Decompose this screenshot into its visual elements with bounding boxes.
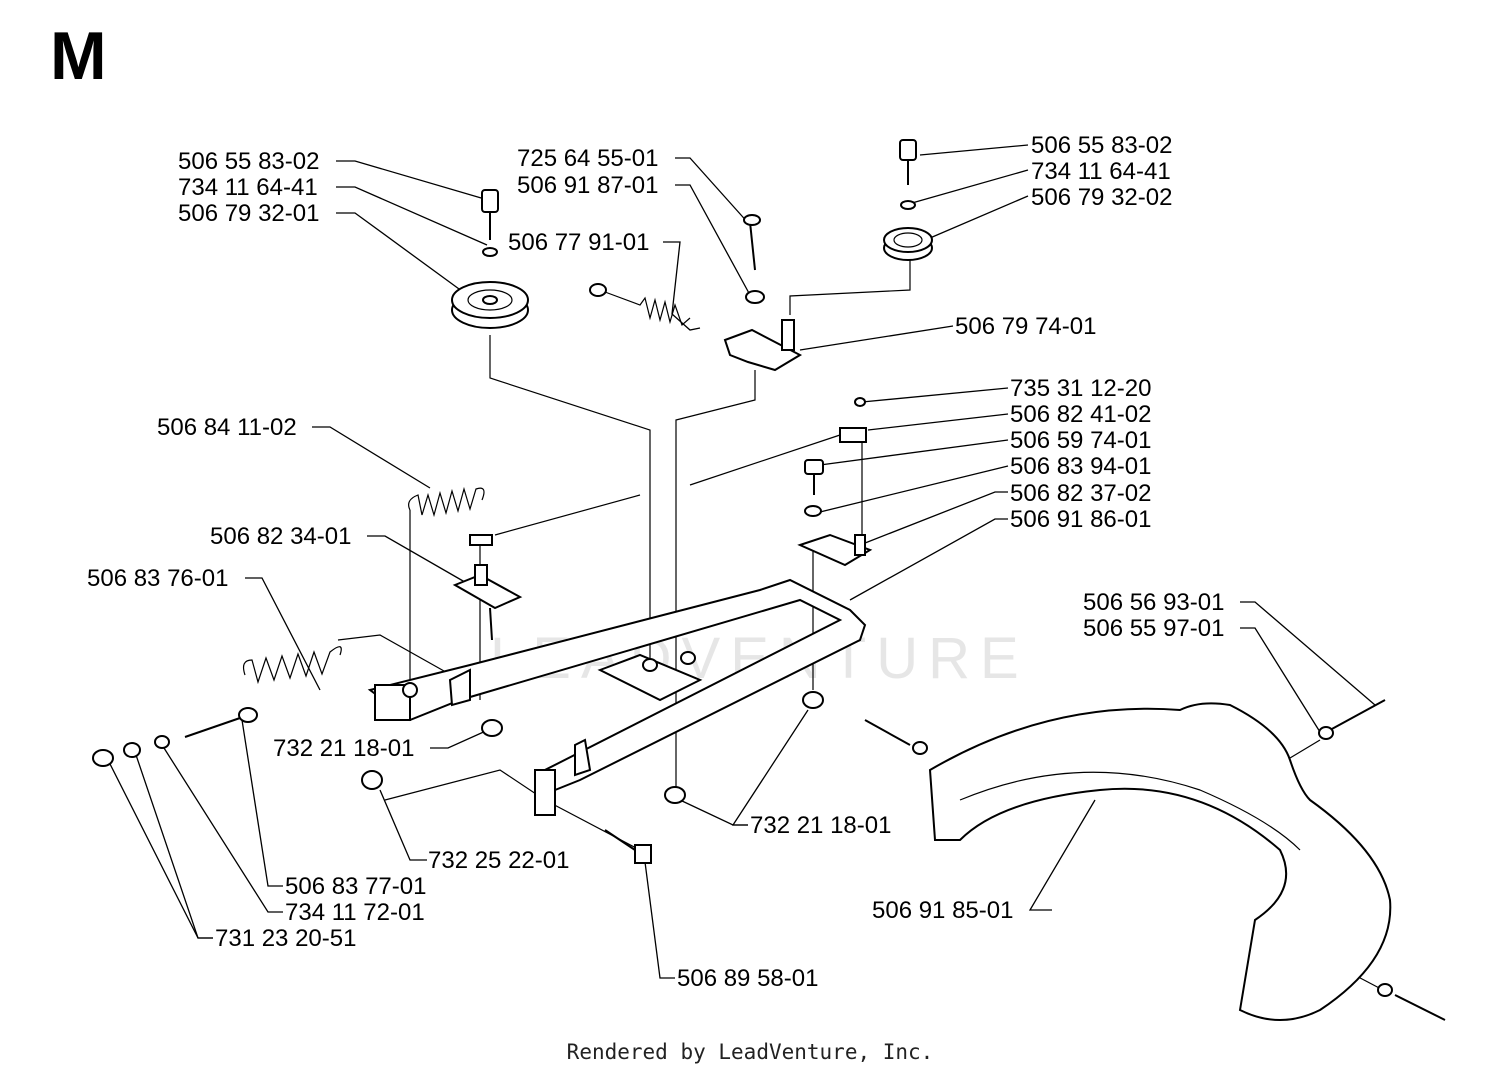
part-labels: 506 55 83-02 734 11 64-41 506 79 32-01 7… — [87, 132, 1224, 992]
part-label: 734 11 72-01 — [285, 899, 425, 926]
part-label: 506 89 58-01 — [677, 965, 818, 992]
tension-bracket — [723, 214, 803, 372]
part-label: 506 55 83-02 — [178, 148, 319, 175]
part-label: 506 91 86-01 — [1010, 506, 1151, 533]
part-label: 506 79 32-02 — [1031, 184, 1172, 211]
part-label: 506 56 93-01 — [1083, 589, 1224, 616]
nuts — [361, 682, 824, 804]
part-label: 734 11 64-41 — [178, 174, 318, 201]
part-label: 506 55 83-02 — [1031, 132, 1172, 159]
part-label: 506 79 74-01 — [955, 313, 1096, 340]
part-label: 732 25 22-01 — [428, 847, 569, 874]
adjuster-rod — [92, 707, 258, 767]
right-bracket — [797, 397, 873, 567]
part-label: 506 83 77-01 — [285, 873, 426, 900]
part-label: 735 31 12-20 — [1010, 375, 1151, 402]
part-label: 506 82 41-02 — [1010, 401, 1151, 428]
part-label: 506 82 37-02 — [1010, 480, 1151, 507]
bolt-bottom — [604, 829, 652, 864]
lever-plate — [452, 564, 523, 641]
part-label: 731 23 20-51 — [215, 925, 356, 952]
leader-lines — [107, 144, 1384, 991]
part-label: 506 82 34-01 — [210, 523, 351, 550]
part-label: 506 77 91-01 — [508, 229, 649, 256]
part-label: 506 79 32-01 — [178, 200, 319, 227]
part-label: 732 21 18-01 — [273, 735, 414, 762]
spring-medium — [408, 486, 485, 518]
part-label: 725 64 55-01 — [517, 145, 658, 172]
section-letter: M — [50, 18, 107, 94]
spring-small — [589, 283, 691, 327]
part-label: 506 91 85-01 — [872, 897, 1013, 924]
part-label: 506 84 11-02 — [157, 414, 297, 441]
cable — [469, 427, 867, 546]
spring-large — [242, 646, 342, 685]
pulley-right — [883, 139, 933, 261]
part-label: 506 55 97-01 — [1083, 615, 1224, 642]
pulley-left — [451, 189, 529, 329]
part-label: 734 11 64-41 — [1031, 158, 1171, 185]
part-label: 506 83 94-01 — [1010, 453, 1151, 480]
footer-credit: Rendered by LeadVenture, Inc. — [566, 1040, 934, 1064]
part-label: 506 59 74-01 — [1010, 427, 1151, 454]
guard-shield — [864, 699, 1446, 1021]
part-label: 506 83 76-01 — [87, 565, 228, 592]
frame — [367, 578, 867, 816]
part-label: 732 21 18-01 — [750, 812, 891, 839]
part-label: 506 91 87-01 — [517, 172, 658, 199]
